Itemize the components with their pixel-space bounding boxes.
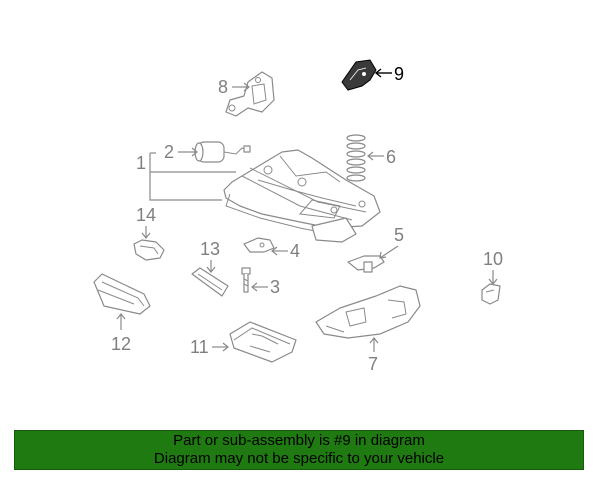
part-12-side-cover[interactable] xyxy=(93,273,151,315)
callout-3-label: 3 xyxy=(270,277,280,297)
info-banner: Part or sub-assembly is #9 in diagram Di… xyxy=(14,430,584,470)
callout-5-label: 5 xyxy=(394,225,404,245)
part-11-module[interactable] xyxy=(229,321,297,363)
callout-14-label: 14 xyxy=(136,205,156,225)
callout-14: 14 xyxy=(136,205,156,239)
part-10-cap[interactable] xyxy=(481,283,501,305)
callout-6: 6 xyxy=(367,147,396,167)
callout-7: 7 xyxy=(368,337,379,374)
callout-8-label: 8 xyxy=(218,77,228,97)
part-14-clip[interactable] xyxy=(133,239,165,261)
callout-1: 1 xyxy=(136,152,236,201)
callout-13-label: 13 xyxy=(200,239,220,259)
callout-12: 12 xyxy=(111,313,131,354)
callout-8: 8 xyxy=(218,77,250,97)
part-6-spring[interactable] xyxy=(346,134,366,182)
callout-11-label: 11 xyxy=(190,337,209,357)
callout-13: 13 xyxy=(200,239,220,273)
callout-9-label: 9 xyxy=(394,64,404,84)
callout-10: 10 xyxy=(483,249,503,285)
callout-11: 11 xyxy=(190,337,229,357)
part-9-highlighted[interactable] xyxy=(341,59,377,91)
callout-4-label: 4 xyxy=(290,241,300,261)
callout-2: 2 xyxy=(164,142,198,162)
part-7-side-shield[interactable] xyxy=(315,285,421,339)
callout-7-label: 7 xyxy=(368,354,378,374)
part-5-guide[interactable] xyxy=(347,255,385,273)
callout-12-label: 12 xyxy=(111,334,131,354)
callout-9: 9 xyxy=(374,64,404,84)
callout-5: 5 xyxy=(379,225,404,259)
callout-3: 3 xyxy=(251,277,280,297)
callout-10-label: 10 xyxy=(483,249,503,269)
callout-1-label: 1 xyxy=(136,153,146,173)
part-2-motor[interactable] xyxy=(194,141,251,163)
parts-diagram: 1 2 8 9 xyxy=(93,59,503,374)
banner-line-1: Part or sub-assembly is #9 in diagram xyxy=(173,432,425,449)
part-1-seat-frame[interactable] xyxy=(223,149,381,243)
part-13-trim[interactable] xyxy=(191,267,229,297)
callout-6-label: 6 xyxy=(386,147,396,167)
part-4-bracket[interactable] xyxy=(243,237,275,253)
banner-line-2: Diagram may not be specific to your vehi… xyxy=(153,450,445,467)
callout-4: 4 xyxy=(271,241,300,261)
part-8-bracket[interactable] xyxy=(225,71,275,117)
callout-2-label: 2 xyxy=(164,142,174,162)
part-3-bolt[interactable] xyxy=(241,267,251,293)
